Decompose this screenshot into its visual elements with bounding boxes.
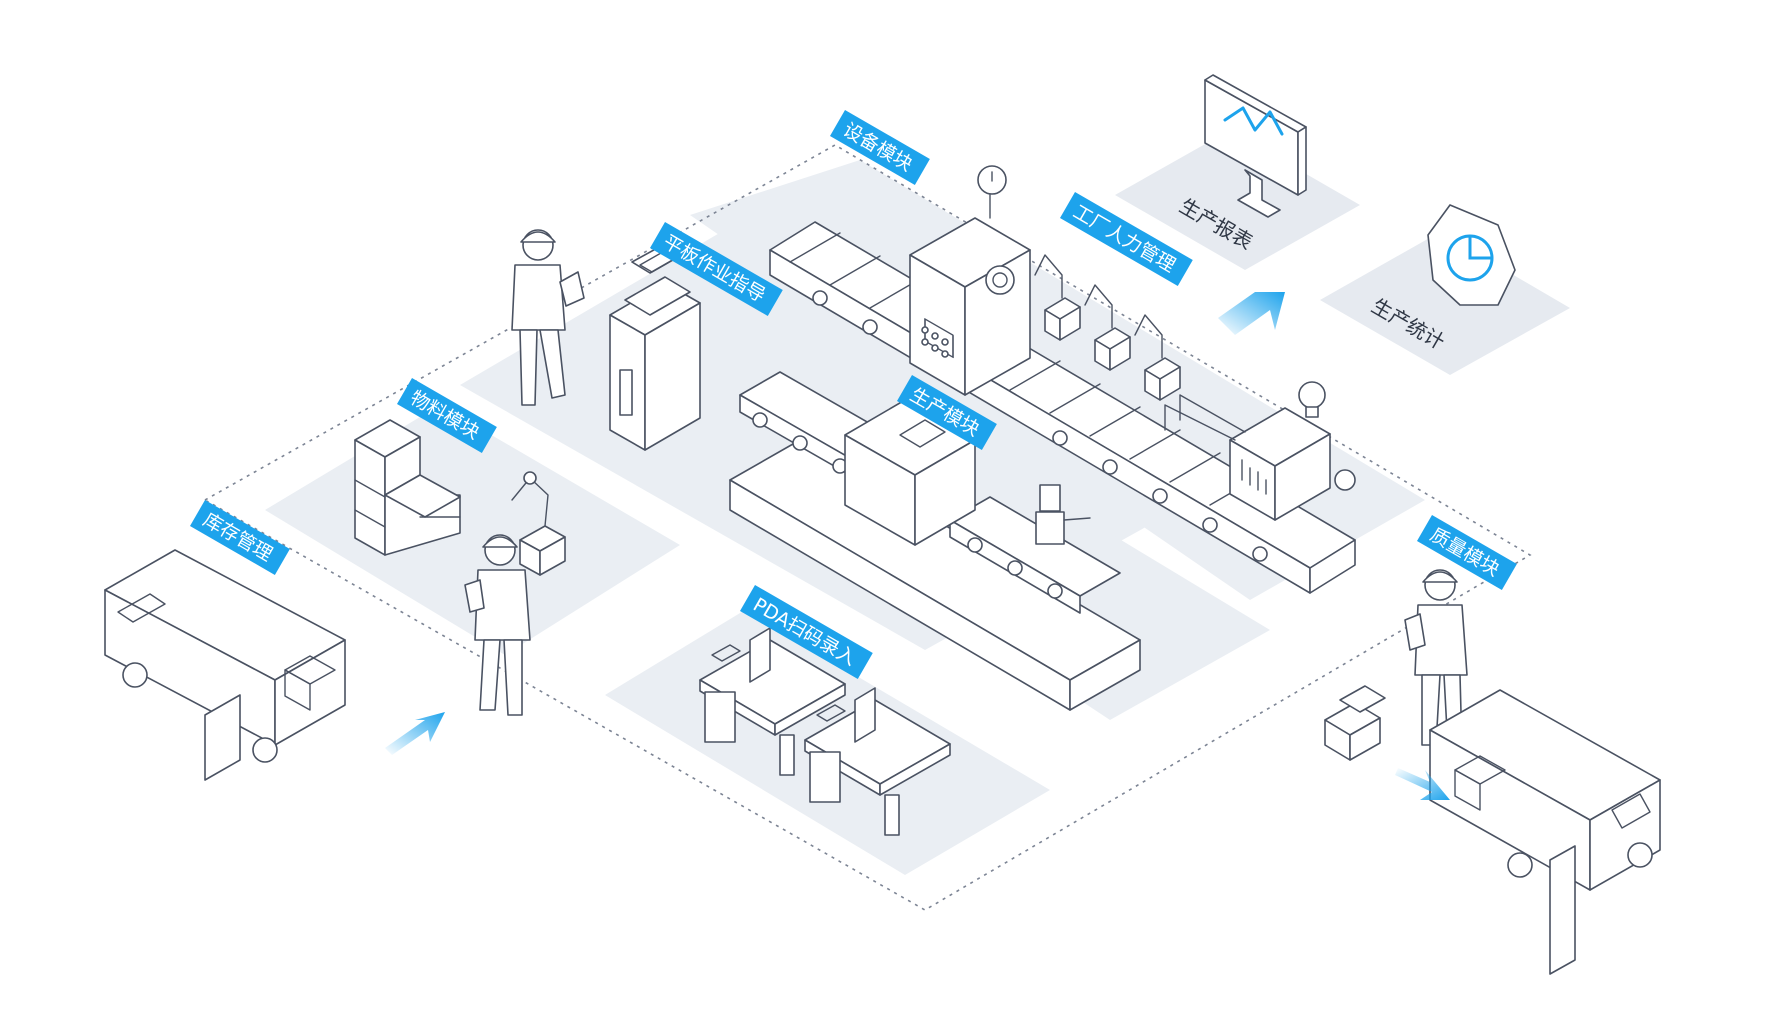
van-left: [104, 549, 346, 781]
factory-boundary: [203, 144, 1532, 911]
labor-robots: [1034, 254, 1181, 401]
statistics-plate: 生产统计: [1320, 204, 1570, 375]
arrow-outbound: [1395, 768, 1450, 800]
worker-top: [511, 229, 585, 406]
arrow-to-reports: [1218, 292, 1285, 335]
quality-station: [1164, 381, 1356, 521]
inspection-boxes: [1324, 685, 1386, 761]
pda-desks: [699, 627, 951, 836]
van-right: [1429, 689, 1661, 975]
arrow-inbound: [385, 712, 445, 755]
bulb-icon: [1298, 381, 1326, 418]
material-boxes: [354, 419, 461, 556]
worker-middle: [464, 534, 531, 716]
production-conveyor: [729, 371, 1141, 711]
equipment-cabinet: [909, 165, 1031, 396]
material-robot-arm: [511, 471, 566, 576]
worker-right: [1404, 569, 1468, 751]
bar-chart-icon: [1241, 459, 1267, 495]
report-plate: 生产报表: [1115, 74, 1360, 270]
